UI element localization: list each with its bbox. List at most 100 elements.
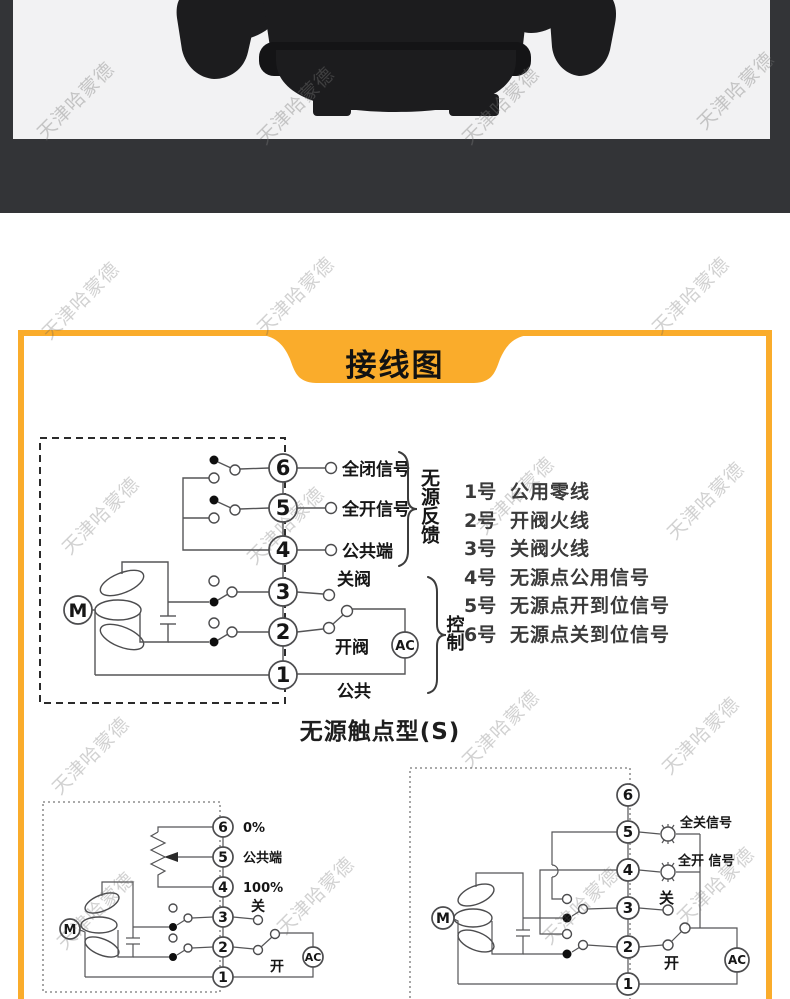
- legend-number: 5号: [464, 595, 497, 617]
- label-full-open-signal: 全开信号: [341, 499, 410, 520]
- top-dark-band: [0, 0, 790, 213]
- ac-letter: AC: [305, 951, 322, 964]
- terminal-number: 5: [218, 850, 228, 866]
- terminal-3: [268, 577, 298, 607]
- motor-winding: [99, 569, 145, 597]
- valve-foot-right: [449, 94, 499, 116]
- label-100-percent: 100%: [243, 881, 283, 896]
- legend-desc: 公用零线: [510, 481, 591, 503]
- switch-contact: [340, 604, 354, 618]
- terminal-number: 6: [623, 786, 633, 804]
- terminal-2: [616, 935, 640, 959]
- contact-pivot: [183, 943, 193, 953]
- legend-row: 4号无源点公用信号: [464, 564, 670, 593]
- terminal-1: [212, 966, 234, 988]
- motor-symbol: [431, 906, 455, 930]
- terminal-legend: 1号公用零线 2号开阀火线 3号关阀火线 4号无源点公用信号 5号无源点开到位信…: [464, 478, 670, 649]
- contact-pivot: [229, 464, 241, 476]
- terminal-number: 4: [623, 861, 633, 879]
- label-close: 关: [251, 898, 265, 915]
- contact-closed: [209, 495, 219, 505]
- close-contact: [252, 914, 264, 926]
- motor-letter: M: [436, 911, 450, 927]
- legend-number: 1号: [464, 481, 497, 503]
- label-common-terminal: 公共端: [342, 541, 393, 562]
- terminal-number: 2: [623, 938, 633, 956]
- wiring-card-title: 接线图: [345, 348, 445, 384]
- contact-closed: [209, 597, 219, 607]
- contact-open: [208, 575, 220, 587]
- legend-row: 1号公用零线: [464, 478, 670, 507]
- terminal-number: 5: [623, 823, 633, 841]
- terminal-number: 6: [218, 820, 228, 836]
- contact-closed: [209, 455, 219, 465]
- contact-open: [561, 893, 573, 905]
- open-contact: [322, 621, 336, 635]
- terminal-5: [616, 820, 640, 844]
- contact-pivot: [577, 903, 589, 915]
- motor-letter: M: [69, 600, 88, 622]
- switch-contact: [269, 928, 281, 940]
- legend-number: 4号: [464, 566, 497, 589]
- legend-row: 3号关阀火线: [464, 535, 670, 564]
- terminal-number: 2: [218, 940, 228, 956]
- contact-open: [208, 617, 220, 629]
- label-open-valve: 开阀: [335, 637, 369, 658]
- motor-winding: [457, 929, 495, 953]
- enclosure-dotted-box: [409, 767, 631, 999]
- feedback-brace-label: 无源反馈: [418, 468, 440, 545]
- legend-desc: 无源点关到位信号: [510, 623, 671, 646]
- terminal-3: [616, 896, 640, 920]
- legend-desc: 开阀火线: [510, 509, 591, 532]
- feedback-brace: [398, 451, 418, 567]
- ac-letter: AC: [395, 639, 415, 654]
- contact-open: [208, 512, 220, 524]
- terminal-6: [616, 783, 640, 807]
- terminal-5: [268, 493, 298, 523]
- terminal-number: 1: [218, 970, 228, 986]
- contact-pivot: [226, 626, 238, 638]
- close-contact: [322, 588, 336, 602]
- label-0-percent: 0%: [243, 821, 265, 836]
- enclosure-dotted-box: [42, 801, 221, 993]
- contact-closed: [562, 949, 572, 959]
- open-contact: [662, 939, 674, 951]
- lamp-full-close: [660, 824, 676, 844]
- terminal-1: [268, 660, 298, 690]
- legend-desc: 无源点公用信号: [510, 566, 651, 589]
- legend-row: 5号无源点开到位信号: [464, 592, 670, 621]
- terminal-number: 3: [623, 899, 633, 917]
- wiring-title-banner: [262, 335, 528, 383]
- diagram-lamp-type: M: [409, 767, 750, 999]
- motor-winding: [84, 892, 120, 914]
- terminal-4: [212, 876, 234, 898]
- contact-open: [168, 903, 178, 913]
- valve-body: [263, 0, 528, 54]
- contact-pivot: [226, 586, 238, 598]
- contact-pivot: [229, 504, 241, 516]
- contact-closed: [169, 953, 177, 961]
- motor-letter: M: [64, 923, 77, 938]
- open-contact: [252, 944, 264, 956]
- terminal-number: 4: [218, 880, 228, 896]
- terminal-3-number: 3: [276, 580, 291, 604]
- motor-winding: [453, 908, 493, 928]
- contact-open: [208, 472, 220, 484]
- label-common-terminal: 公共端: [243, 850, 282, 866]
- terminal-6: [212, 816, 234, 838]
- label-open: 开: [664, 954, 679, 972]
- terminal-2: [212, 936, 234, 958]
- legend-desc: 关阀火线: [510, 538, 591, 560]
- diagram-resistance-type: M AC: [42, 801, 324, 993]
- lamp-full-open: [660, 862, 676, 882]
- motor-winding: [99, 623, 145, 651]
- legend-number: 3号: [464, 538, 497, 560]
- motor-winding: [94, 599, 142, 621]
- contact-open: [168, 933, 178, 943]
- terminal-3: [212, 906, 234, 928]
- valve-right-flange: [550, 0, 617, 76]
- valve-right-neck: [517, 0, 561, 34]
- terminal-number: 1: [623, 975, 633, 993]
- motor-winding: [84, 936, 120, 958]
